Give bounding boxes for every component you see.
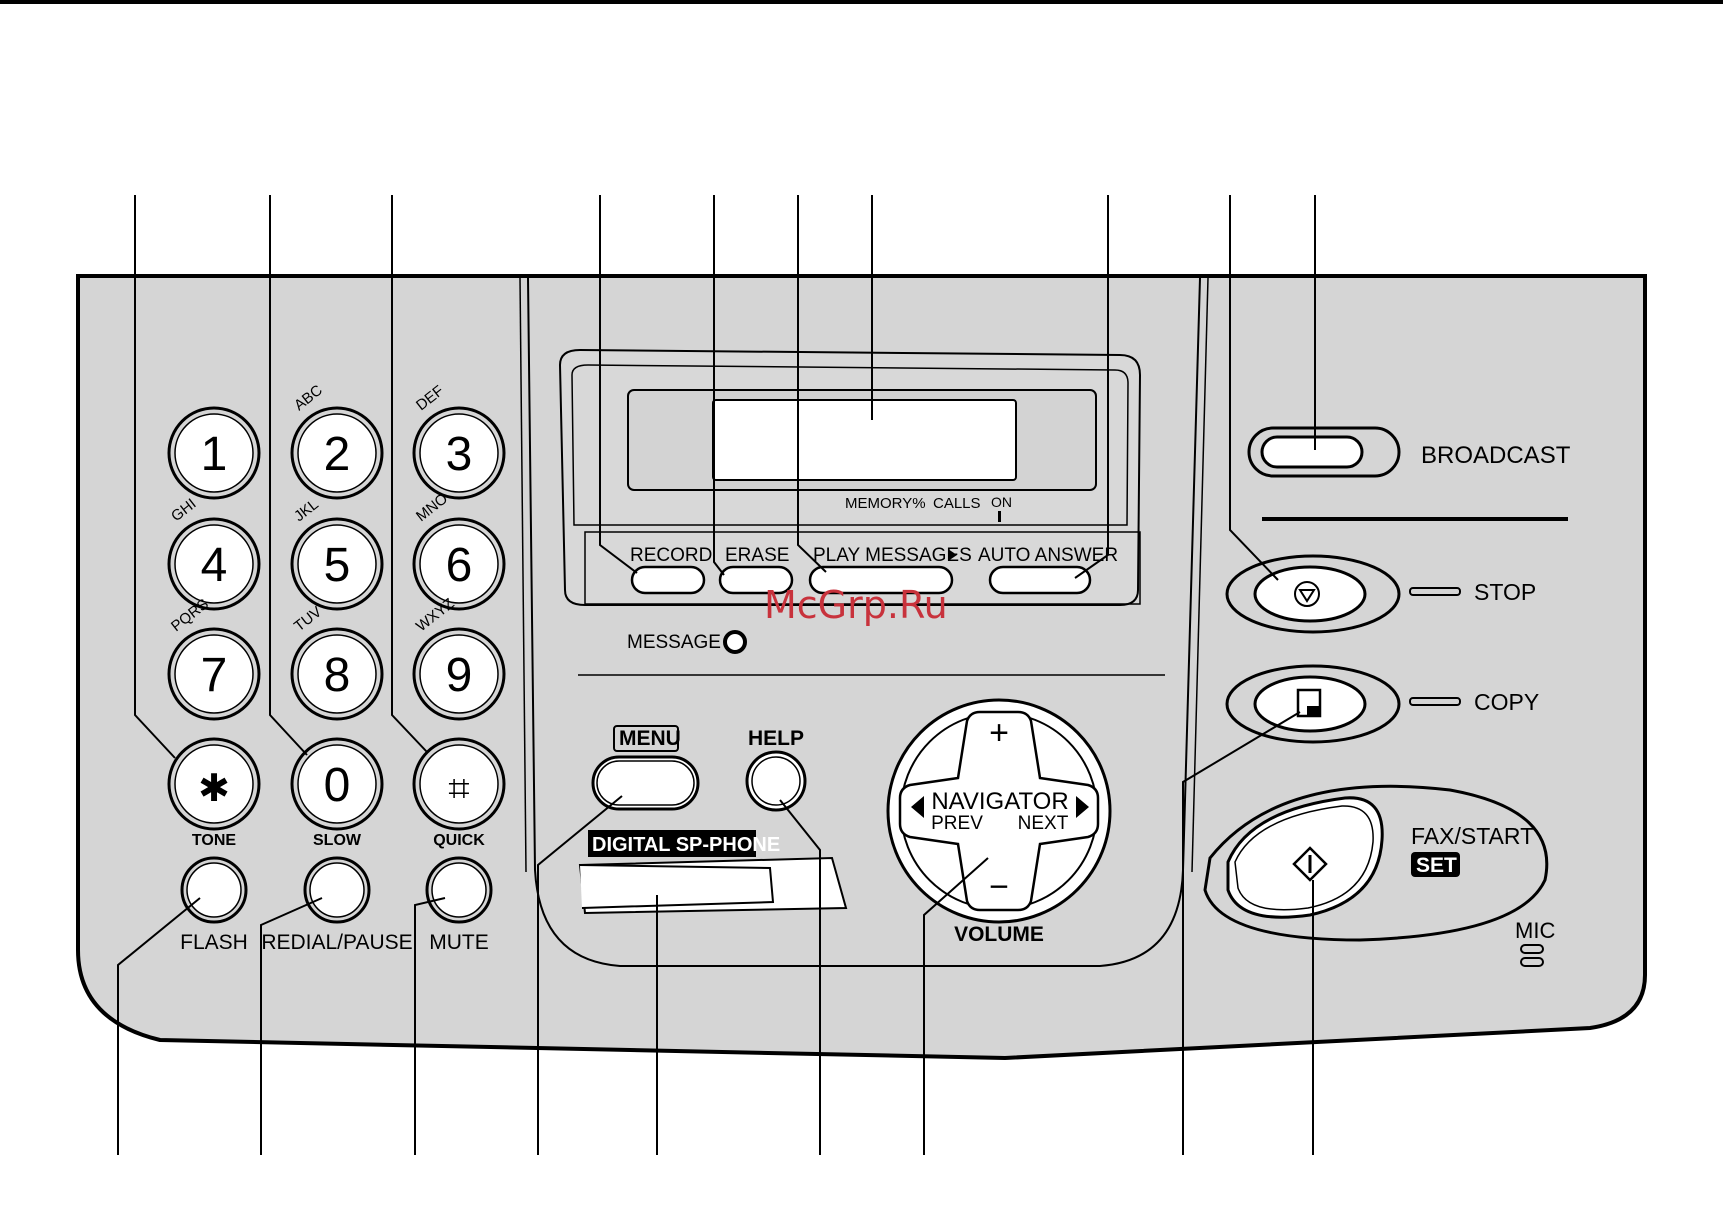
function-button-face [310,863,364,917]
message-led-icon [725,632,745,652]
speaker-grille-inner [580,865,773,908]
key-digit: ⌗ [448,768,469,810]
volume-down-icon: − [989,868,1009,906]
key-digit: 6 [446,539,473,592]
help-button[interactable] [747,752,805,810]
volume-up-icon: + [989,714,1009,752]
next-label: NEXT [1018,813,1069,834]
watermark: McGrp.Ru [764,583,948,627]
help-label: HELP [748,727,804,750]
message-label: MESSAGE [627,632,721,653]
key-digit: 2 [324,428,351,481]
menu-button[interactable] [593,757,698,809]
key-digit: 3 [446,428,473,481]
play-messages-label: PLAY MESSAGES [813,545,972,566]
prev-label: PREV [931,813,983,834]
set-label: SET [1416,854,1457,877]
function-label: REDIAL/PAUSE [261,931,412,954]
key-digit: 5 [324,539,351,592]
key-digit: 0 [324,759,351,812]
stop-label: STOP [1474,579,1536,605]
stop-button[interactable] [1255,567,1365,621]
volume-label: VOLUME [954,923,1044,946]
copy-button[interactable] [1255,677,1365,731]
copy-icon-fill [1307,706,1320,716]
key-sublabel: QUICK [433,832,485,849]
function-button-face [432,863,486,917]
mic-label: MIC [1515,918,1555,943]
key-sublabel: SLOW [313,832,362,849]
indicator-memory: MEMORY% [845,495,926,512]
indicator-on: ON [991,494,1012,510]
auto-answer-button[interactable] [990,567,1090,593]
broadcast-label: BROADCAST [1421,442,1571,469]
broadcast-button[interactable] [1262,437,1362,467]
menu-label: MENU [619,727,681,750]
digital-sp-phone-label: DIGITAL SP-PHONE [592,834,780,856]
function-button-face [187,863,241,917]
key-digit: ✱ [198,768,230,810]
function-label: FLASH [180,931,248,954]
top-border [0,0,1723,4]
key-sublabel: TONE [192,832,236,849]
key-digit: 9 [446,649,473,702]
on-indicator-mark [998,511,1001,522]
key-digit: 8 [324,649,351,702]
key-digit: 1 [201,428,228,481]
navigator-label: NAVIGATOR [931,788,1068,815]
fax-start-label: FAX/START [1411,823,1534,849]
record-button[interactable] [632,567,704,593]
indicator-calls: CALLS [933,495,981,512]
erase-label: ERASE [725,545,789,566]
lcd-screen [713,400,1016,480]
key-digit: 7 [201,649,228,702]
key-digit: 4 [201,539,228,592]
function-label: MUTE [429,931,489,954]
record-label: RECORD [630,545,712,566]
copy-label: COPY [1474,689,1539,715]
